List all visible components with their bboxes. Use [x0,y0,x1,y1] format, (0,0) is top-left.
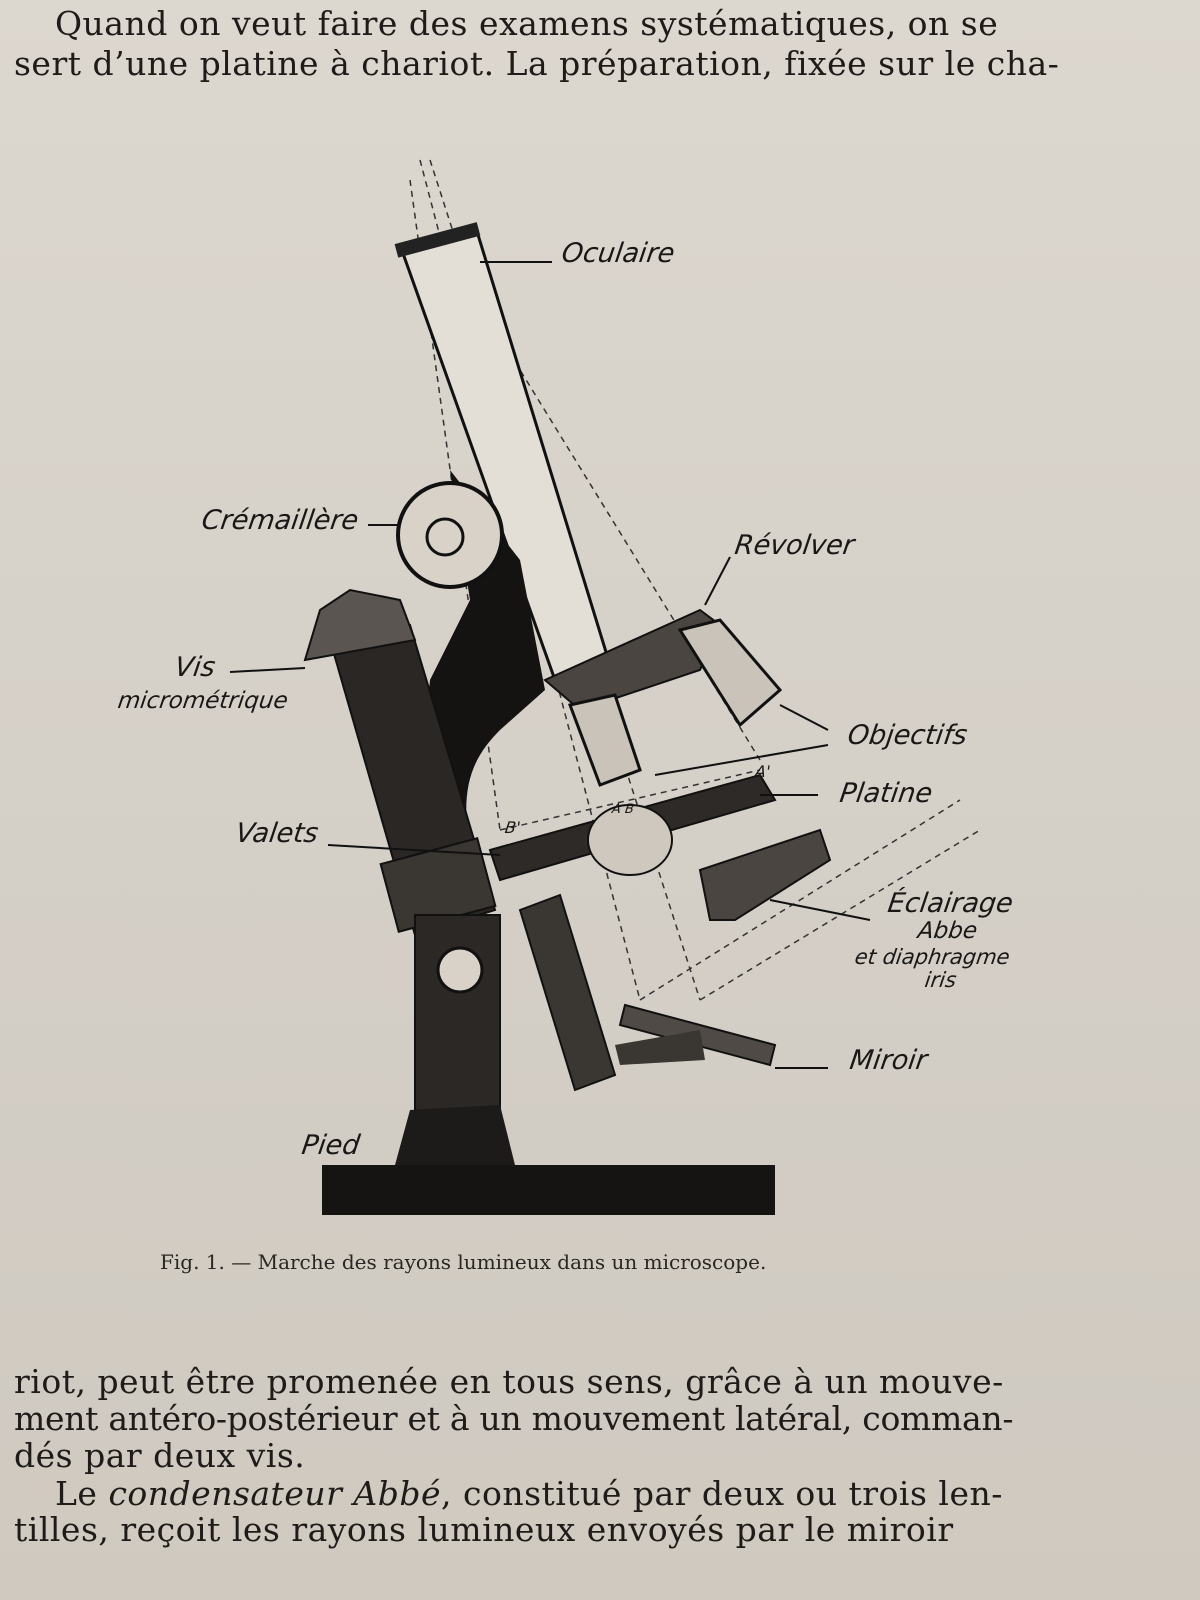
objective [677,618,783,728]
label-oculaire: Oculaire [559,238,677,269]
coarse-focus-knob [396,481,504,589]
fine-focus-knob [303,588,417,662]
leader-lines [229,261,871,1069]
text-span: Le [55,1474,109,1513]
label-revolver: Révolver [732,530,857,561]
arm [420,470,545,850]
foot-neck [395,1105,515,1165]
label-diaphragme: et diaphragme [853,945,1012,969]
label-vis: Vis [172,652,218,683]
condenser [587,804,673,876]
label-b-prime: B' [503,818,522,837]
label-eclairage: Éclairage [885,888,1016,919]
label-ab: A B [610,802,636,817]
text-span: , constitué par deux ou trois len- [440,1474,1003,1513]
label-iris: iris [923,968,958,992]
label-miroir: Miroir [847,1045,930,1076]
body-text-line: tilles, reçoit les rayons lumineux envoy… [14,1510,954,1549]
base [322,1165,775,1215]
label-cremaillere: Crémaillère [199,505,361,536]
label-valets: Valets [233,818,321,849]
eyepiece [394,222,481,258]
label-platine: Platine [837,778,935,809]
label-a-prime: A' [753,762,772,781]
pillar [414,914,501,1116]
body-text-line: riot, peut être promenée en tous sens, g… [14,1362,1004,1401]
figure-caption: Fig. 1. — Marche des rayons lumineux dan… [160,1250,767,1274]
body-text-line: Quand on veut faire des examens systémat… [55,4,999,43]
label-micrometrique: micrométrique [116,688,290,714]
body-text-line: dés par deux vis. [14,1436,306,1475]
body-text-line: sert d’une platine à chariot. La prépara… [14,44,1060,83]
label-abbe: Abbe [916,918,979,944]
body-text-line: ment antéro-postérieur et à un mouvement… [14,1399,1014,1438]
objective [567,693,642,787]
body-text-line: Le condensateur Abbé, constitué par deux… [55,1474,1003,1513]
substage [518,893,617,1092]
italic-term: condensateur Abbé [108,1474,441,1513]
iris-lever [698,828,832,921]
label-objectifs: Objectifs [845,720,970,751]
label-pied: Pied [299,1130,362,1161]
